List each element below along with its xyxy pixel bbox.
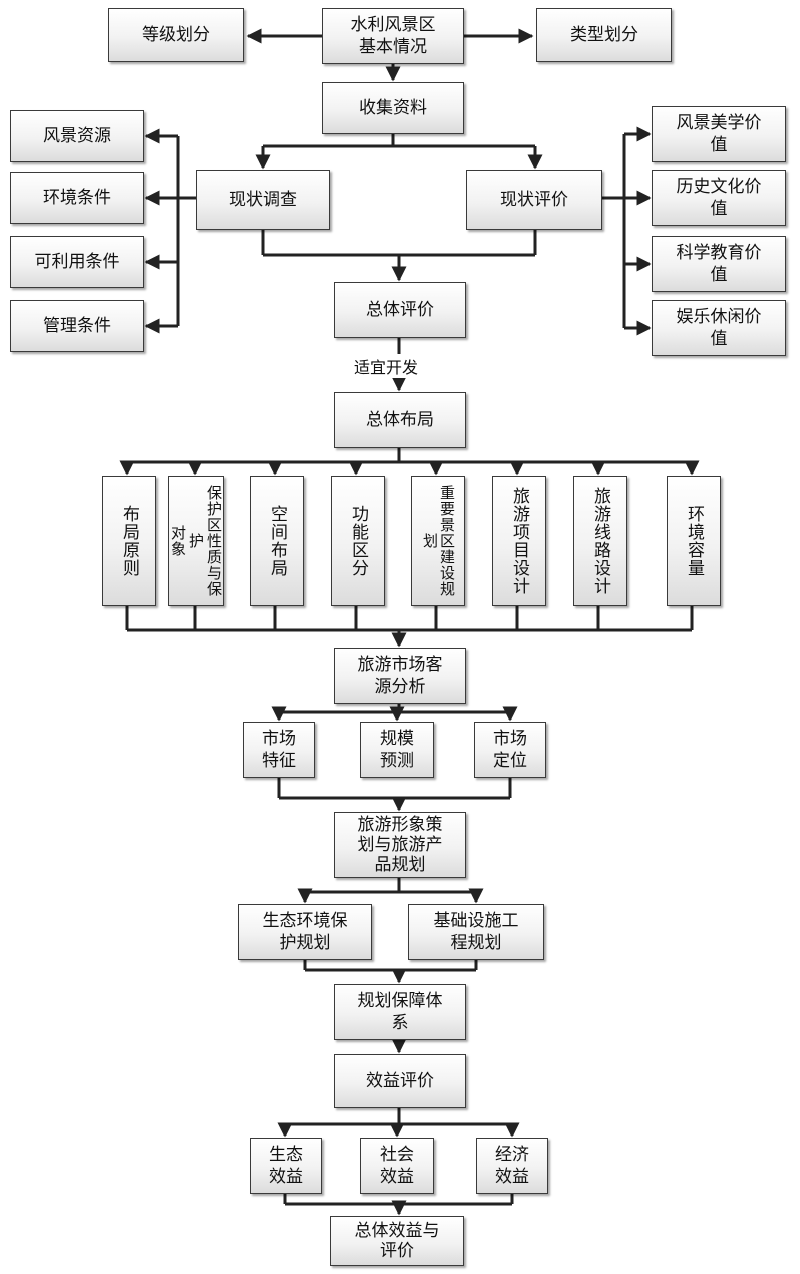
node-overall-benefit: 总体效益与 评价	[330, 1216, 464, 1266]
node-grade: 等级划分	[108, 8, 244, 62]
node-history-value: 历史文化价 值	[652, 170, 786, 226]
node-market-position: 市场 定位	[474, 722, 546, 778]
node-key-area-planning: 重要景区建设规划	[411, 476, 465, 606]
node-tour-project-design: 旅游项目设计	[492, 476, 546, 606]
node-social-benefit: 社会 效益	[360, 1138, 434, 1194]
node-overall-layout: 总体布局	[334, 392, 466, 448]
node-market-analysis: 旅游市场客 源分析	[334, 648, 466, 704]
node-overall-evaluation: 总体评价	[334, 282, 466, 338]
node-eco-protection-planning: 生态环境保 护规划	[238, 904, 372, 960]
node-eco-benefit: 生态 效益	[250, 1138, 322, 1194]
node-usable-conditions: 可利用条件	[10, 236, 144, 288]
node-environment-conditions: 环境条件	[10, 172, 144, 224]
node-space-layout: 空间布局	[250, 476, 304, 606]
node-type: 类型划分	[536, 8, 672, 62]
node-guarantee-system: 规划保障体 系	[334, 984, 466, 1040]
node-evaluation: 现状评价	[466, 170, 602, 230]
node-tour-route-design: 旅游线路设计	[573, 476, 627, 606]
node-function-zoning: 功能区分	[331, 476, 385, 606]
node-survey: 现状调查	[196, 170, 330, 230]
edge-label-suitable: 适宜开发	[354, 354, 419, 378]
node-recreation-value: 娱乐休闲价 值	[652, 300, 786, 356]
node-layout-principle: 布局原则	[102, 476, 156, 606]
node-science-value: 科学教育价 值	[652, 236, 786, 292]
node-infrastructure-planning: 基础设施工 程规划	[408, 904, 544, 960]
node-protection-zone: 保护区性质与保护 对象	[168, 476, 224, 606]
node-economic-benefit: 经济 效益	[476, 1138, 548, 1194]
node-basic-info: 水利风景区 基本情况	[322, 8, 464, 64]
node-aesthetic-value: 风景美学价 值	[652, 106, 786, 162]
node-image-product-planning: 旅游形象策 划与旅游产 品规划	[334, 812, 466, 878]
node-collect: 收集资料	[322, 82, 464, 134]
node-scale-forecast: 规模 预测	[360, 722, 434, 778]
node-market-feature: 市场 特征	[243, 722, 315, 778]
node-scenic-resources: 风景资源	[10, 110, 144, 162]
node-environment-capacity: 环境容量	[667, 476, 721, 606]
node-management-conditions: 管理条件	[10, 300, 144, 352]
node-benefit-evaluation: 效益评价	[334, 1054, 466, 1108]
